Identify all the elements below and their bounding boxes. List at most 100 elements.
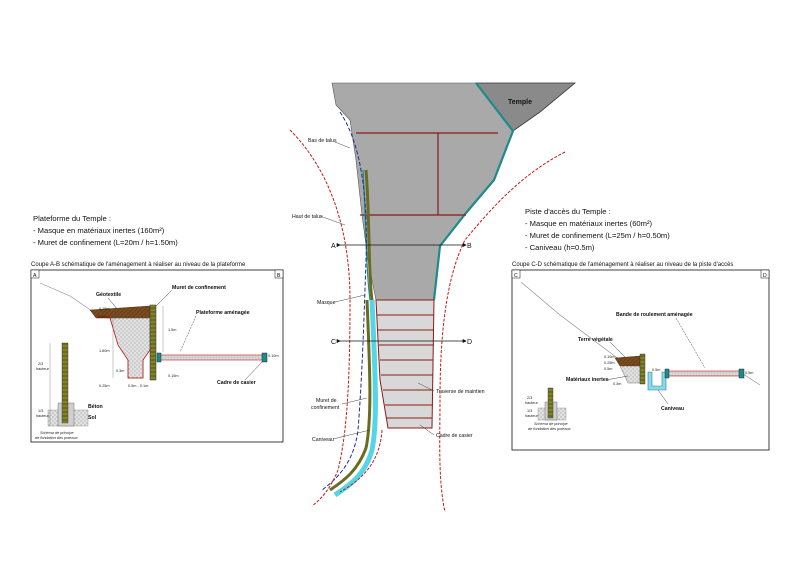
ab-geotextile-label: Géotextile — [96, 292, 121, 298]
cd-caniveau-label: Caniveau — [661, 406, 684, 412]
right-note-title: Piste d'accès du Temple : — [525, 207, 611, 216]
traverse-lines — [377, 314, 434, 419]
cd-leader-terre — [609, 341, 627, 359]
ab-leader-muret — [155, 289, 173, 307]
cd-schema-2: de fondation des poteaux — [528, 427, 572, 431]
left-note-line2: - Muret de confinement (L=20m / h=1.50m) — [33, 238, 178, 247]
ab-dim-h6: 0.5m - 0.1m — [128, 384, 148, 388]
ab-sol-label: Sol — [88, 415, 97, 421]
ab-leader-cadre — [244, 361, 263, 381]
section-ab: A B Géotextile Muret de confinement Plat… — [30, 269, 284, 443]
ab-plateforme-label: Plateforme aménagée — [196, 310, 250, 316]
bas-de-talus-line — [321, 111, 367, 491]
plan-label-c: C — [331, 339, 336, 346]
plan-label-b: B — [467, 243, 472, 250]
cd-dim-h3: 0.5m — [604, 367, 612, 371]
cd-ground-left — [520, 281, 621, 361]
right-note-line1: - Masque en matériaux inertes (60m²) — [525, 219, 653, 228]
ab-schema-2: de fondation des poteaux — [35, 436, 79, 440]
right-note: Piste d'accès du Temple : - Masque en ma… — [525, 206, 670, 254]
ab-dim-h7: 0.15m — [168, 374, 179, 378]
section-cd-corner-c — [511, 269, 521, 279]
left-note: Plateforme du Temple : - Masque en matér… — [33, 213, 178, 249]
haut-de-talus-left — [289, 129, 351, 507]
section-ab-b: B — [277, 273, 281, 279]
plan-leader-muret — [341, 397, 368, 405]
ab-dim-h2: 1.60m — [99, 349, 110, 353]
plan-cadre-label: Cadre de casier — [436, 433, 473, 439]
plan-leader-bas — [334, 141, 351, 149]
plan-muret-label-2: confinement — [311, 405, 340, 411]
ab-platform-left-post — [156, 352, 162, 363]
plan-label-a: A — [331, 243, 336, 250]
ab-dim-h1: 1.5m — [168, 328, 176, 332]
plan-muret-label: Muret de — [316, 398, 337, 404]
ab-muret-post — [149, 304, 157, 381]
plan-leader-caniveau — [332, 429, 371, 440]
ab-beton-label: Béton — [88, 404, 103, 410]
right-note-line3: - Caniveau (h=0.5m) — [525, 243, 595, 252]
muret-line — [364, 169, 374, 301]
section-ab-corner-a — [30, 269, 40, 279]
plan-haut-talus-label: Haut de talus — [292, 214, 323, 220]
left-note-line1: - Masque en matériaux inertes (160m²) — [33, 226, 165, 235]
plan-leader-haut — [319, 215, 346, 226]
ab-geotextile-line — [95, 316, 151, 379]
masque-area — [331, 82, 514, 301]
cd-dim-h6: 0.5m — [745, 371, 753, 375]
temple-label: Temple — [508, 99, 532, 106]
ab-dim-h3: 0.25m — [99, 384, 110, 388]
ab-schema-1: Schéma de principe — [40, 431, 74, 435]
cd-fondation-d4: hauteur — [525, 414, 539, 418]
ab-cadre-label: Cadre de casier — [217, 380, 256, 386]
section-cd-c: C — [514, 273, 518, 279]
plan-leader-cadre — [419, 424, 435, 436]
section-cd-corner-d — [760, 269, 770, 279]
section-cd-title: Coupe C-D schématique de l'aménagement à… — [512, 262, 734, 268]
ab-leader-plateforme — [179, 315, 197, 353]
cd-bande-start — [664, 368, 670, 379]
cd-terre-label: Terre végétale — [578, 337, 613, 343]
cd-dim-h1: 0.10m — [604, 355, 615, 359]
plan-view: Temple — [289, 82, 577, 513]
cd-schema-1: Schéma de principe — [534, 422, 568, 426]
ab-fondation-d3: 1/3 — [38, 409, 43, 413]
teal-edge-right — [432, 82, 515, 301]
cd-caniveau — [647, 371, 667, 391]
left-note-title: Plateforme du Temple : — [33, 214, 111, 223]
plan-masque-label: Masque — [317, 300, 336, 306]
plan-leader-traverse — [417, 382, 435, 392]
cd-leader-materiaux — [605, 375, 629, 381]
plan-bas-talus-label: Bas de talus — [308, 138, 337, 144]
cd-dim-h4: 0.3m — [613, 382, 621, 386]
ab-cadre-end — [261, 352, 268, 363]
cd-muret — [639, 353, 646, 385]
ab-dim-h4: 0.15m — [99, 307, 110, 311]
cd-fondation-post — [547, 387, 554, 419]
ab-dim-w1: 5.80m — [98, 315, 109, 319]
talus-inner-left — [339, 429, 383, 493]
cd-bande — [667, 370, 741, 377]
casier-zone — [375, 299, 435, 429]
section-cd: C D Bande de roulement aménagée Terre vé… — [511, 269, 770, 451]
section-ab-title: Coupe A-B schématique de l'aménagement à… — [31, 262, 246, 268]
haut-de-talus-right — [439, 151, 566, 513]
ab-dim-h8: 0.10m — [268, 354, 279, 358]
right-note-line2: - Muret de confinement (L=25m / h=0.50m) — [525, 231, 670, 240]
muret-lower — [329, 299, 372, 492]
ab-dim-h5: 0.3m — [116, 369, 124, 373]
section-ab-corner-b — [274, 269, 284, 279]
ab-leader-geo — [107, 297, 119, 311]
section-cd-d: D — [763, 273, 767, 279]
caniveau-channel — [333, 299, 378, 498]
ab-fondation-d1: 2/3 — [38, 362, 43, 366]
ab-muret-label: Muret de confinement — [172, 285, 226, 291]
cd-dim-h2: 0.25m — [604, 361, 615, 365]
cd-fondation-d1: 2/3 — [527, 396, 532, 400]
cd-bande-end — [738, 368, 745, 379]
ab-fondation-post — [61, 342, 69, 424]
cd-materiaux-label: Matériaux inertes — [566, 377, 609, 383]
ab-fondation-d2: hauteur — [36, 367, 50, 371]
cd-fondation-d3: 1/3 — [527, 409, 532, 413]
